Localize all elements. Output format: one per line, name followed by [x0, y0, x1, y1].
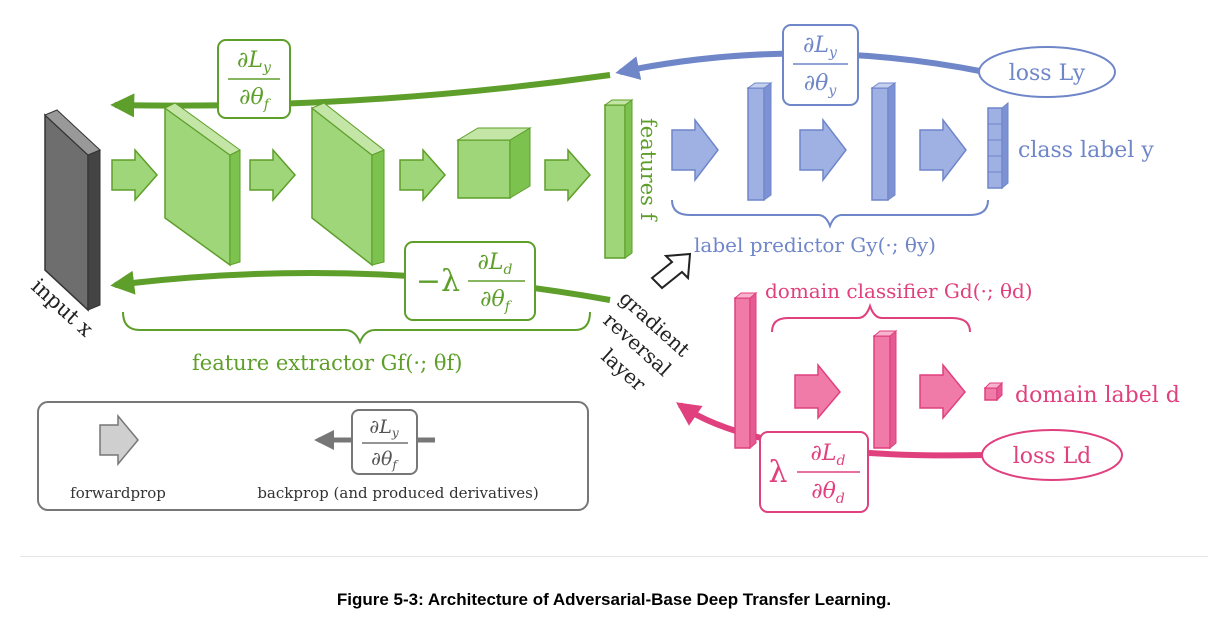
forward-arrow-4: [544, 148, 591, 202]
label-predictor-layer-1: [746, 82, 773, 201]
class-output-units: [987, 101, 1009, 190]
label-predictor-brace: [671, 199, 989, 229]
separator-line: [20, 556, 1208, 557]
loss-ld-label: loss Ld: [1013, 444, 1092, 469]
legend-backprop-label: backprop (and produced derivatives): [257, 484, 538, 502]
loss-ly-label: loss Ly: [1009, 61, 1086, 86]
backprop-arrow-top: [110, 72, 611, 118]
domain-classifier-label: domain classifier Gd(·; θd): [765, 279, 1033, 303]
svg-text:∂Ly: ∂Ly: [369, 416, 398, 440]
legend-grad-box: [351, 409, 418, 475]
feature-extractor-label: feature extractor Gf(·; θf): [192, 351, 462, 375]
forward-arrow-1: [111, 148, 158, 202]
loss-ly-ellipse: [978, 46, 1116, 98]
forward-arrow-pink-2: [919, 362, 966, 421]
grl-arrow: [650, 252, 692, 290]
features-bar: [603, 99, 634, 259]
label-predictor-layer-2: [870, 82, 897, 201]
forward-arrow-blue-3: [919, 117, 967, 183]
svg-text:∂θf: ∂θf: [371, 448, 399, 472]
svg-text:λ: λ: [768, 455, 787, 490]
domain-classifier-layer-2: [872, 329, 898, 450]
features-f-label: features f: [636, 118, 660, 223]
domain-output-unit: [983, 381, 1004, 402]
legend-box: ∂Ly ∂θf: [37, 401, 589, 511]
conv-block-2: [311, 102, 385, 267]
domain-classifier-layer-1: [733, 291, 758, 450]
grad-box-top-left: ∂Ly ∂θf: [217, 39, 291, 119]
conv-block-3: [456, 127, 532, 199]
feature-extractor-brace: [122, 311, 591, 345]
domain-label-d: domain label d: [1015, 383, 1180, 408]
forward-arrow-3: [399, 148, 446, 202]
label-predictor-label: label predictor Gy(·; θy): [694, 233, 936, 257]
svg-text:−λ: −λ: [416, 264, 460, 299]
forward-arrow-blue-2: [799, 117, 847, 183]
class-label-y: class label y: [1018, 138, 1154, 163]
forward-arrow-blue-1: [671, 117, 719, 183]
legend-forwardprop-label: forwardprop: [70, 484, 166, 502]
backprop-arrow-mid: [110, 270, 611, 303]
domain-classifier-brace: [771, 302, 971, 333]
grad-box-mid: −λ ∂Ld ∂θf: [404, 241, 536, 321]
grad-box-bottom: λ ∂Ld ∂θd: [759, 431, 869, 513]
conv-block-1: [164, 102, 241, 267]
input-x-plane: [44, 109, 101, 312]
forward-arrow-2: [249, 148, 296, 202]
loss-ld-ellipse: [981, 429, 1123, 481]
grad-box-top-right: ∂Ly ∂θy: [782, 24, 859, 106]
figure-caption: Figure 5-3: Architecture of Adversarial-…: [336, 590, 892, 609]
forward-arrow-pink-1: [794, 362, 841, 421]
legend-forward-arrow-icon: [99, 413, 139, 467]
